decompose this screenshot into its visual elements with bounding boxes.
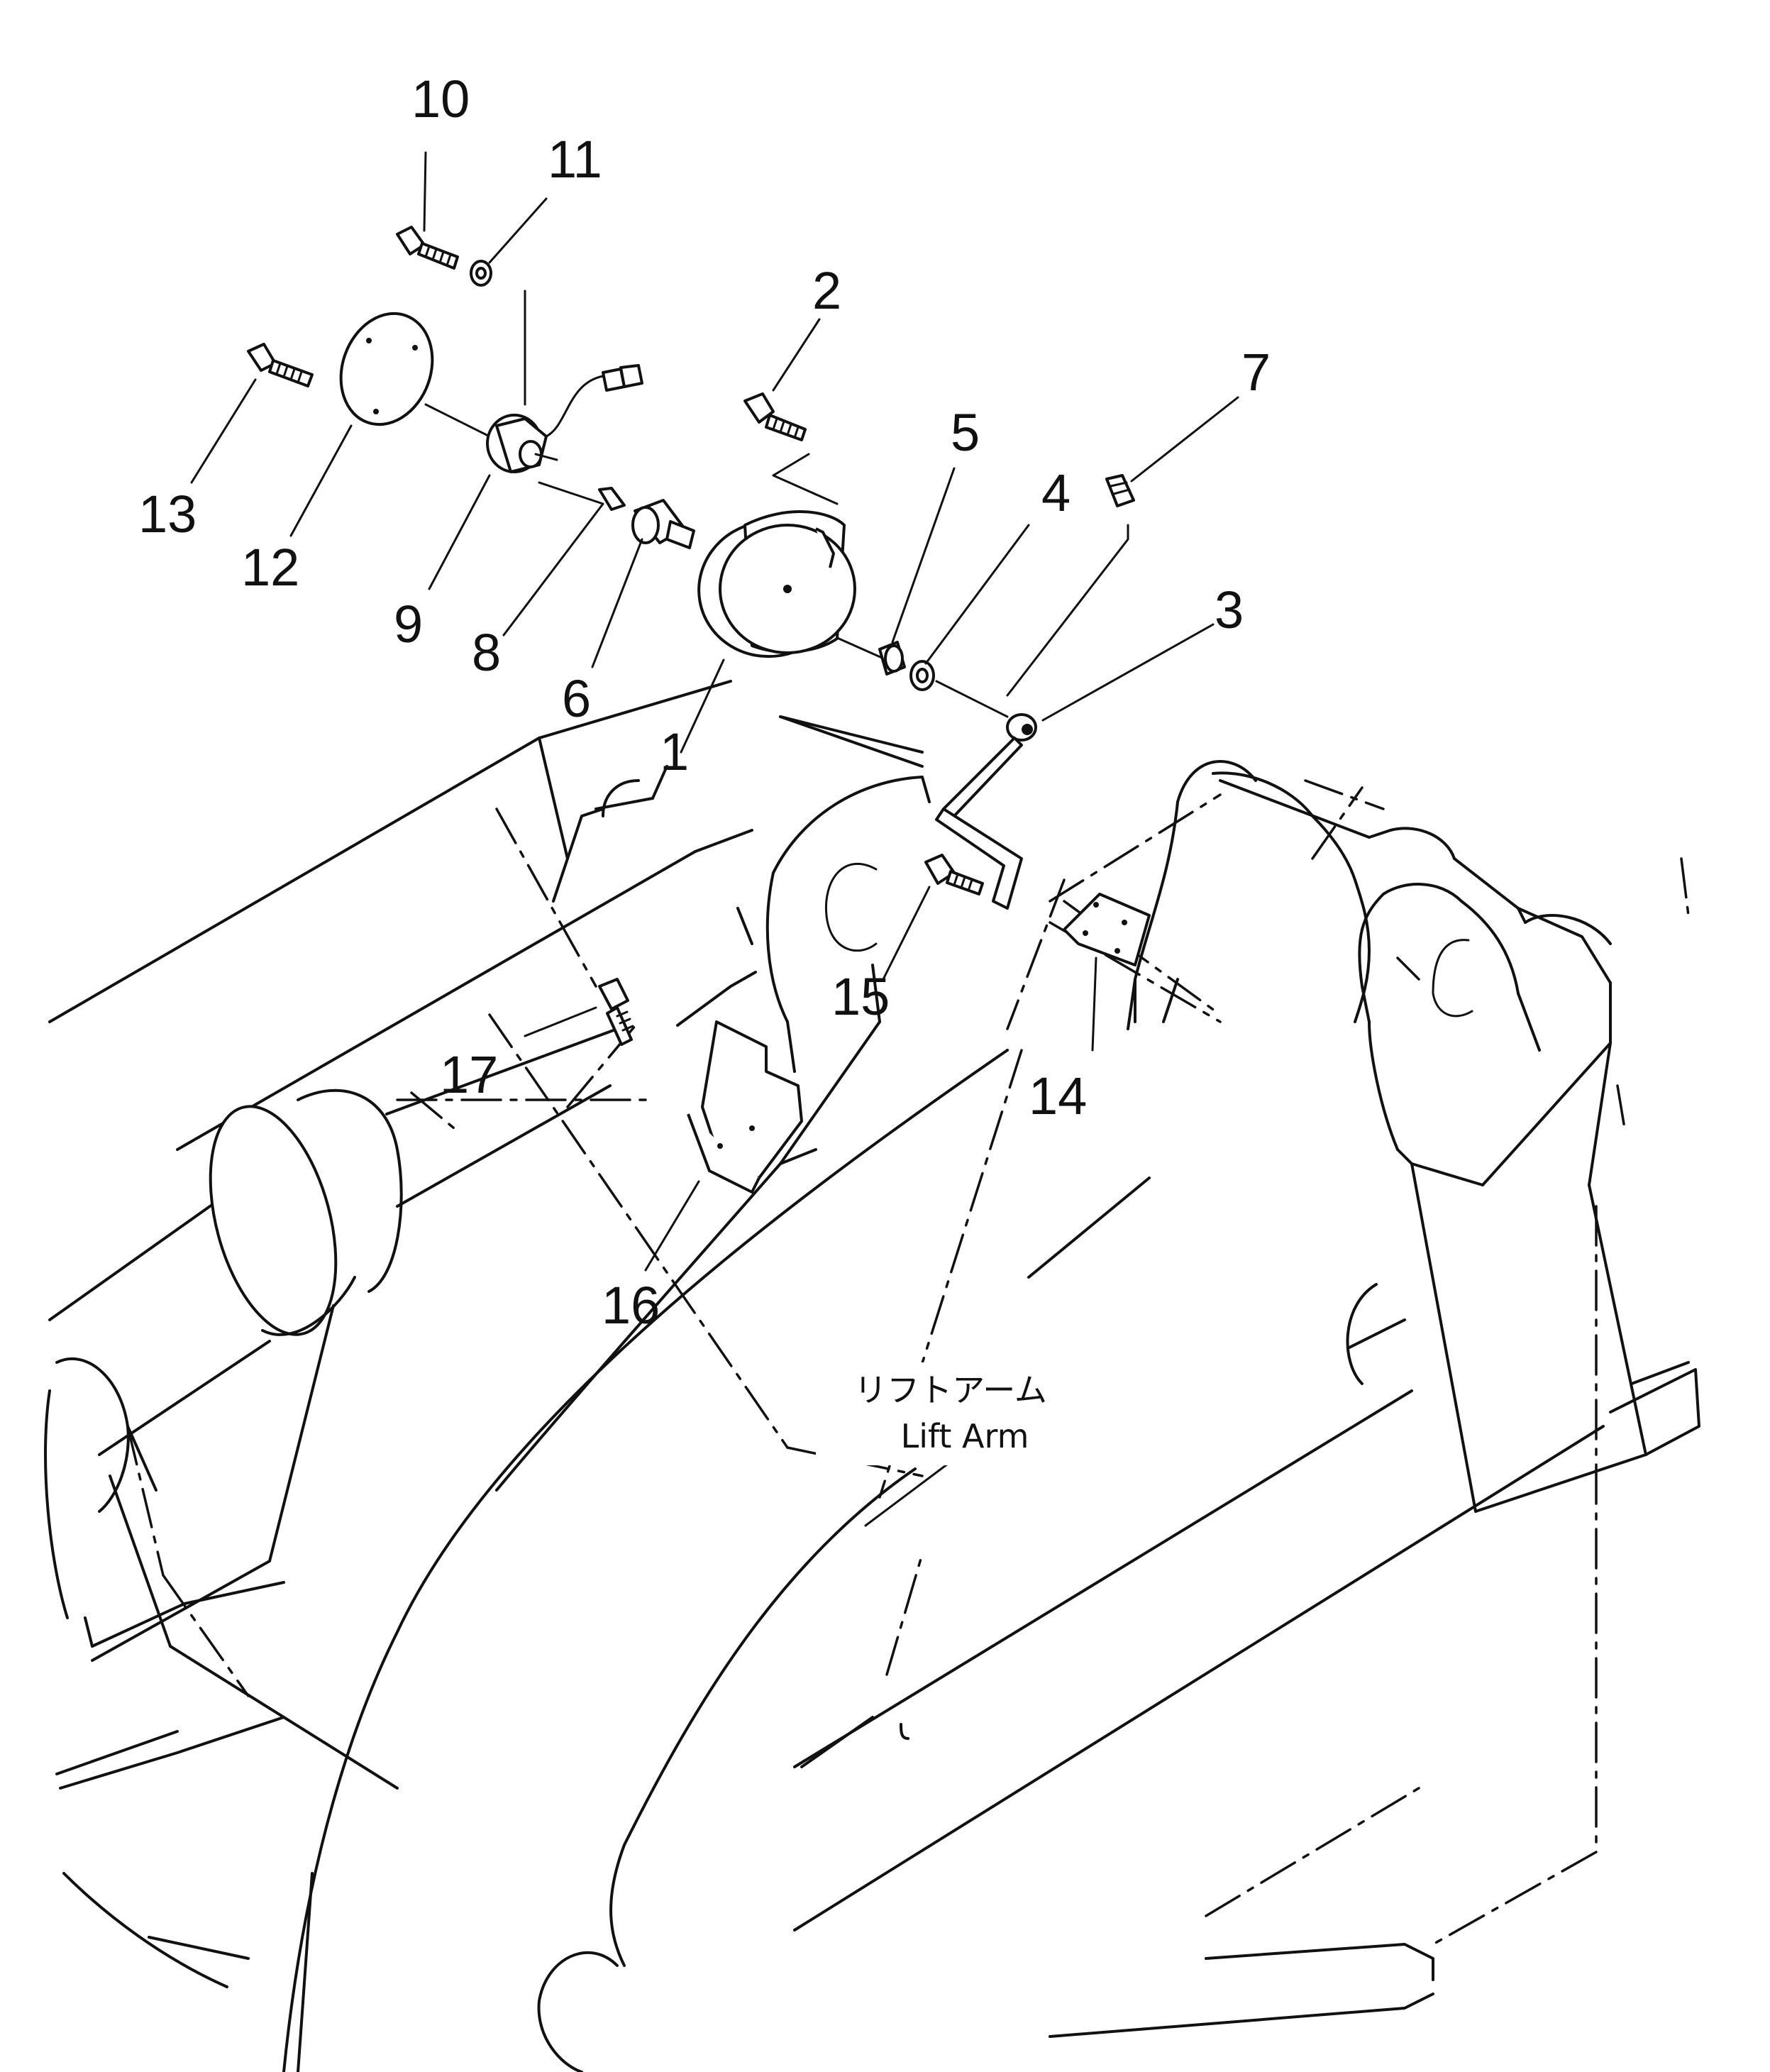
part-12-cover-plate — [339, 312, 434, 426]
callout-15: 15 — [831, 967, 890, 1026]
part-8-clip — [598, 487, 626, 511]
part-4-washer — [909, 660, 935, 691]
callout-7: 7 — [1241, 343, 1271, 402]
part-17-bolt — [598, 978, 634, 1046]
callout-11: 11 — [548, 130, 602, 189]
part-15-bolt — [924, 854, 984, 896]
callout-3: 3 — [1215, 580, 1244, 639]
part-14-bracket — [1063, 893, 1151, 966]
part-7-pin — [1105, 474, 1135, 507]
callout-12: 12 — [241, 538, 299, 597]
callout-17: 17 — [440, 1045, 498, 1104]
part-6-shaft — [631, 499, 695, 549]
assembly-axis — [424, 290, 1222, 1023]
callout-16: 16 — [602, 1276, 660, 1335]
part-1-sensor-housing — [697, 510, 856, 658]
center-lines — [396, 779, 1690, 1917]
lift-arm-label-jp: リフトアーム — [854, 1371, 1047, 1409]
part-13-bolt — [247, 343, 314, 387]
leader-lines — [190, 151, 1239, 1527]
machine-body — [44, 680, 1700, 2072]
callout-5: 5 — [951, 403, 980, 462]
lift-arm-label: リフトアーム Lift Arm — [816, 1362, 1085, 1465]
callout-2: 2 — [812, 261, 841, 320]
callout-1: 1 — [660, 722, 689, 781]
callout-8: 8 — [472, 623, 501, 682]
part-2-bolt — [743, 392, 807, 441]
callout-13: 13 — [138, 485, 197, 544]
callout-14: 14 — [1029, 1067, 1087, 1125]
part-9-sensor — [486, 364, 643, 473]
part-5-bushing — [878, 641, 906, 676]
part-3-lever — [935, 713, 1037, 910]
callout-9: 9 — [394, 595, 423, 654]
part-10-bolt — [396, 226, 459, 270]
callouts: 1 2 3 4 5 6 7 8 9 10 11 12 13 14 15 16 1… — [138, 70, 1271, 1335]
callout-6: 6 — [562, 669, 591, 728]
callout-4: 4 — [1041, 463, 1071, 522]
part-11-washer — [470, 260, 492, 287]
callout-10: 10 — [411, 70, 470, 128]
lift-arm-label-en: Lift Arm — [901, 1417, 1029, 1455]
part-16-bracket — [687, 1020, 803, 1194]
